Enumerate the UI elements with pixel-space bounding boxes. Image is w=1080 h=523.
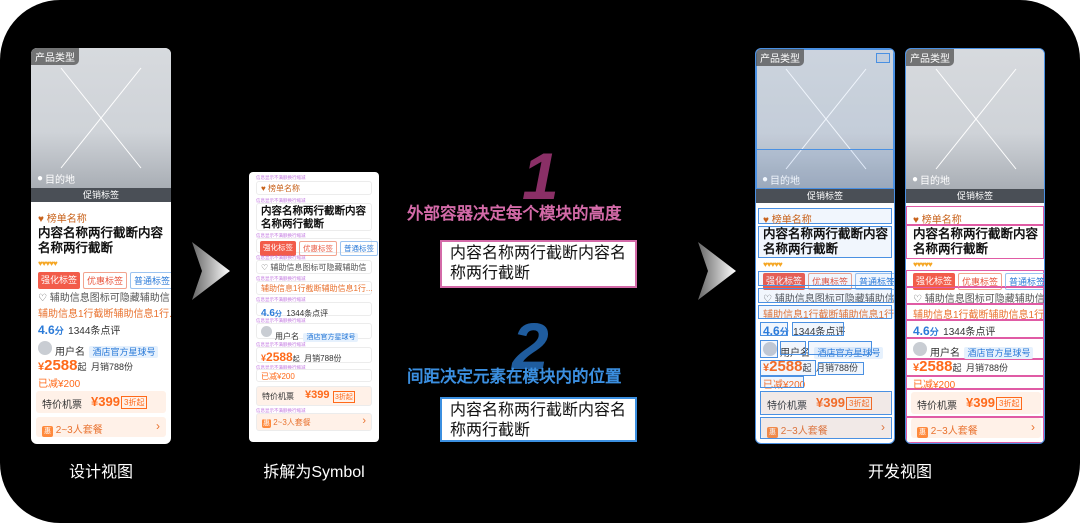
- principle-heading-1: 外部容器决定每个模块的高度: [407, 205, 622, 223]
- price-row: ¥2588起 月销788份: [38, 357, 133, 374]
- symbol-flight: 特价机票 ¥399 3折起: [256, 386, 372, 406]
- tag-row: 强化标签 优惠标签 普通标签: [38, 272, 171, 289]
- rating-hearts-icon: ♥♥♥♥♥: [38, 259, 58, 268]
- symbol-title: 内容名称两行截断内容名称两行截断: [256, 203, 372, 231]
- symbol-aux-info: ♡ 辅助信息图标可隐藏辅助信: [256, 260, 372, 274]
- principle-number-2: 2: [512, 309, 549, 383]
- info-icon: ♡: [38, 293, 47, 304]
- symbol-user: 用户名 酒店官方星球号: [256, 323, 372, 342]
- user-avatar: [38, 341, 52, 355]
- chevron-right-arrow-icon: [698, 242, 736, 300]
- package-row[interactable]: 惠 2~3人套餐 ›: [36, 417, 166, 437]
- product-image: [906, 49, 1044, 189]
- principle-heading-2: 间距决定元素在模块内的位置: [407, 368, 622, 386]
- symbol-card: 信息显示不满额换行缩减 ♥ 榜单名称 信息显示不满额换行缩减 内容名称两行截断内…: [249, 172, 379, 442]
- symbol-saved: 已减¥200: [256, 369, 372, 382]
- placeholder-cross-icon: [60, 67, 142, 169]
- dev-card-blue: 产品类型 ●目的地 促销标签 ♥ 榜单名称 内容名称两行截断内容名称两行截断 ♥…: [755, 48, 895, 444]
- product-image: [31, 48, 171, 188]
- saved-amount: 已减¥200: [38, 379, 81, 390]
- symbol-rank: ♥ 榜单名称: [256, 181, 372, 195]
- normal-tag: 普通标签: [130, 272, 171, 289]
- symbol-tags: 强化标签优惠标签普通标签: [256, 238, 378, 256]
- aux-line: 辅助信息1行截断辅助信息1行...: [38, 309, 171, 320]
- symbol-score: 4.6分 1344条点评: [256, 302, 372, 319]
- discount-icon: 惠: [42, 426, 53, 437]
- principle-number-1: 1: [522, 139, 559, 213]
- card-title: 内容名称两行截断内容名称两行截断: [38, 226, 164, 255]
- chevron-right-arrow-icon: [192, 242, 230, 300]
- dev-card-pink: 产品类型 ●目的地 促销标签 ♥ 榜单名称 内容名称两行截断内容名称两行截断 ♥…: [905, 48, 1045, 444]
- aux-info: ♡ 辅助信息图标可隐藏辅助信: [38, 293, 170, 304]
- product-image: [756, 49, 894, 189]
- symbol-package: 惠 2~3人套餐 ›: [256, 413, 372, 431]
- score-row: 4.6分 1344条点评: [38, 323, 121, 337]
- flight-row[interactable]: 特价机票 ¥399 3折起: [36, 391, 166, 413]
- promo-bar: 促销标签: [31, 188, 171, 202]
- chevron-right-icon: ›: [156, 419, 160, 433]
- user-row: 用户名 酒店官方星球号: [55, 342, 159, 360]
- demo-box-height: 内容名称两行截断内容名称两行截断: [440, 240, 637, 288]
- caption-symbol: 拆解为Symbol: [263, 464, 365, 481]
- heart-icon: ♥: [38, 214, 44, 225]
- symbol-price: ¥2588起 月销788份: [256, 347, 372, 364]
- symbol-aux-line: 辅助信息1行截断辅助信息1行...: [256, 281, 373, 295]
- location-pin-icon: ●: [37, 173, 44, 184]
- design-card: 产品类型 ●目的地 促销标签 ♥ 榜单名称 内容名称两行截断内容名称两行截断 ♥…: [31, 48, 171, 444]
- discount-tag: 优惠标签: [83, 272, 128, 289]
- strong-tag: 强化标签: [38, 272, 81, 289]
- destination-label: ●目的地: [37, 173, 76, 186]
- demo-box-spacing: 内容名称两行截断内容名称两行截断: [440, 397, 637, 442]
- caption-dev: 开发视图: [867, 464, 932, 481]
- product-type-tag: 产品类型: [31, 48, 79, 65]
- rank-name: ♥ 榜单名称: [38, 214, 87, 225]
- caption-design: 设计视图: [68, 464, 133, 481]
